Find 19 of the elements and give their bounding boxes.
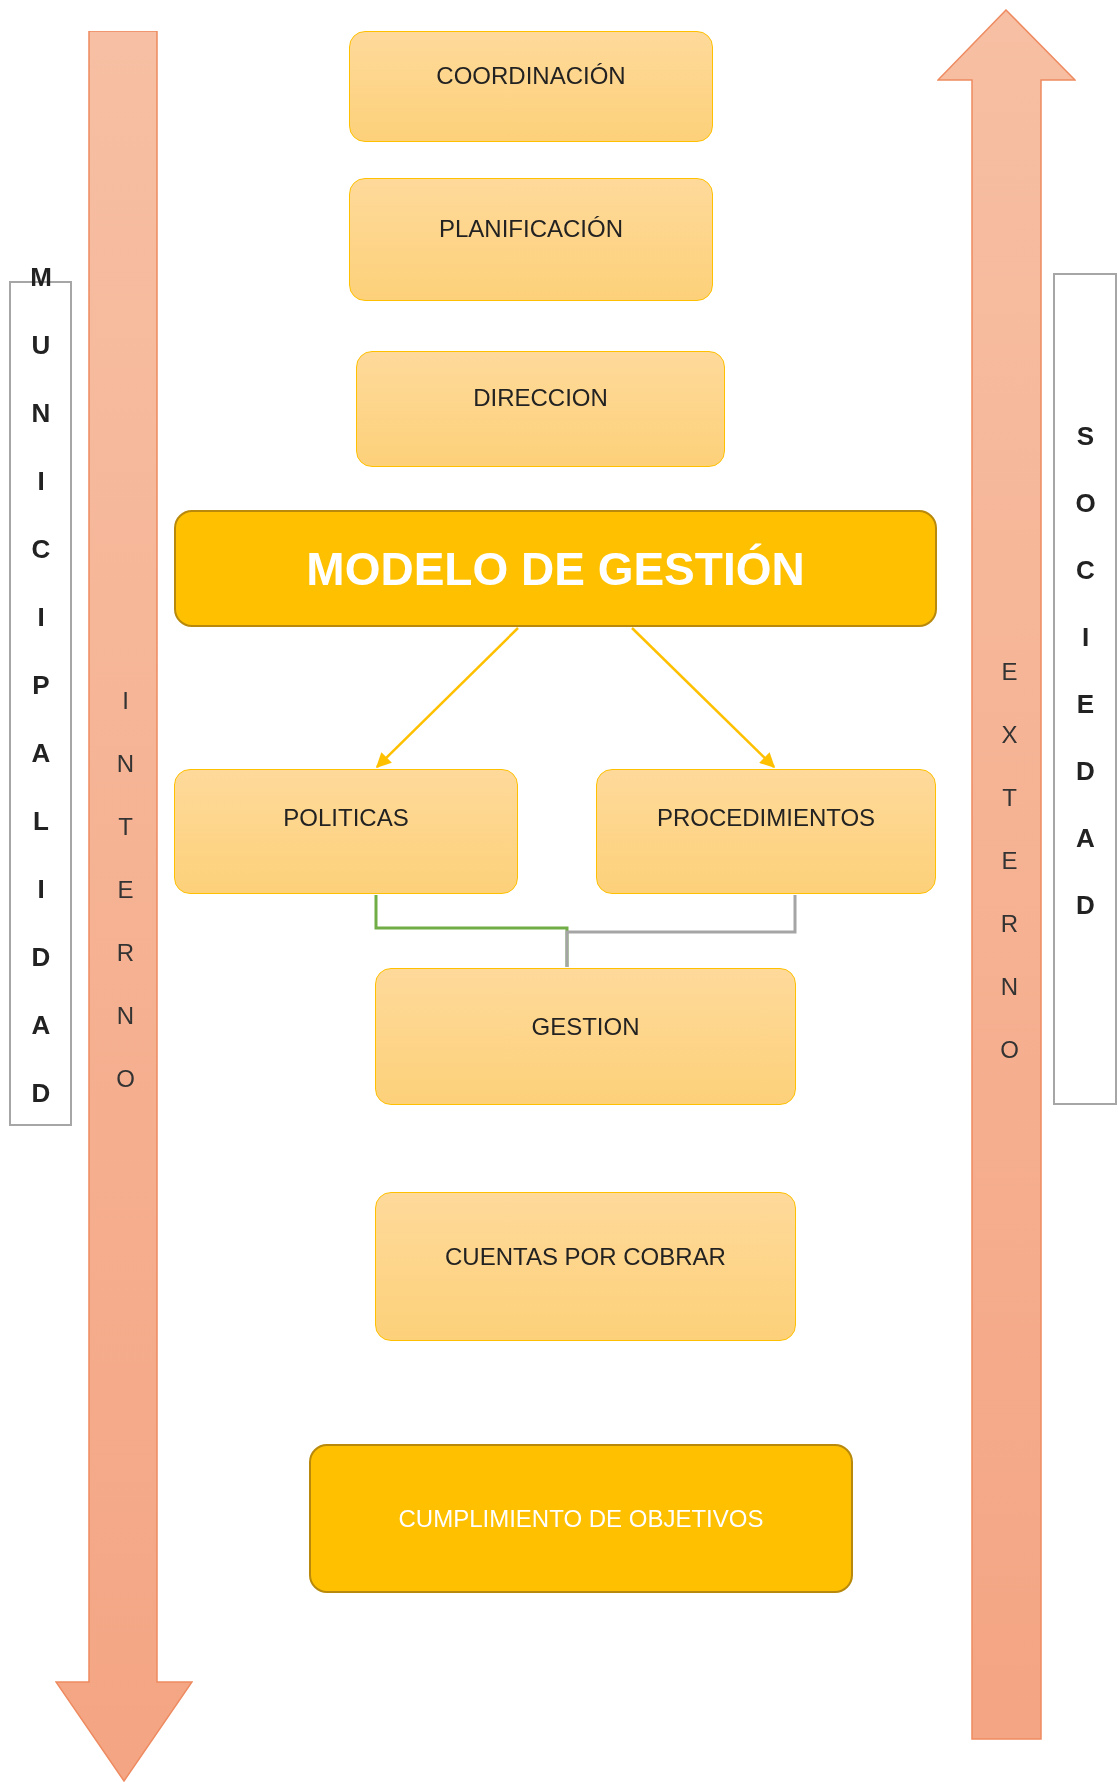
process-box: GESTION (375, 968, 796, 1105)
process-box: POLITICAS (174, 769, 518, 894)
vertical-label: INTERNO (111, 687, 139, 1128)
up-arrow-band (937, 9, 1076, 1740)
connector-line (565, 895, 797, 967)
highlight-box: MODELO DE GESTIÓN (174, 510, 937, 627)
process-box: PLANIFICACIÓN (349, 178, 713, 301)
side-panel (1053, 273, 1117, 1105)
arrow (631, 627, 776, 769)
process-box: DIRECCION (356, 351, 725, 467)
down-arrow-band (55, 31, 193, 1782)
vertical-label: MUNICIPALIDAD (25, 261, 56, 1146)
process-box: COORDINACIÓN (349, 31, 713, 142)
process-box: PROCEDIMIENTOS (596, 769, 936, 894)
arrow (375, 627, 519, 769)
process-box: CUENTAS POR COBRAR (375, 1192, 796, 1341)
highlight-box: CUMPLIMIENTO DE OBJETIVOS (309, 1444, 853, 1593)
vertical-label: SOCIEDAD (1069, 421, 1101, 957)
vertical-label: EXTERNO (995, 658, 1023, 1099)
